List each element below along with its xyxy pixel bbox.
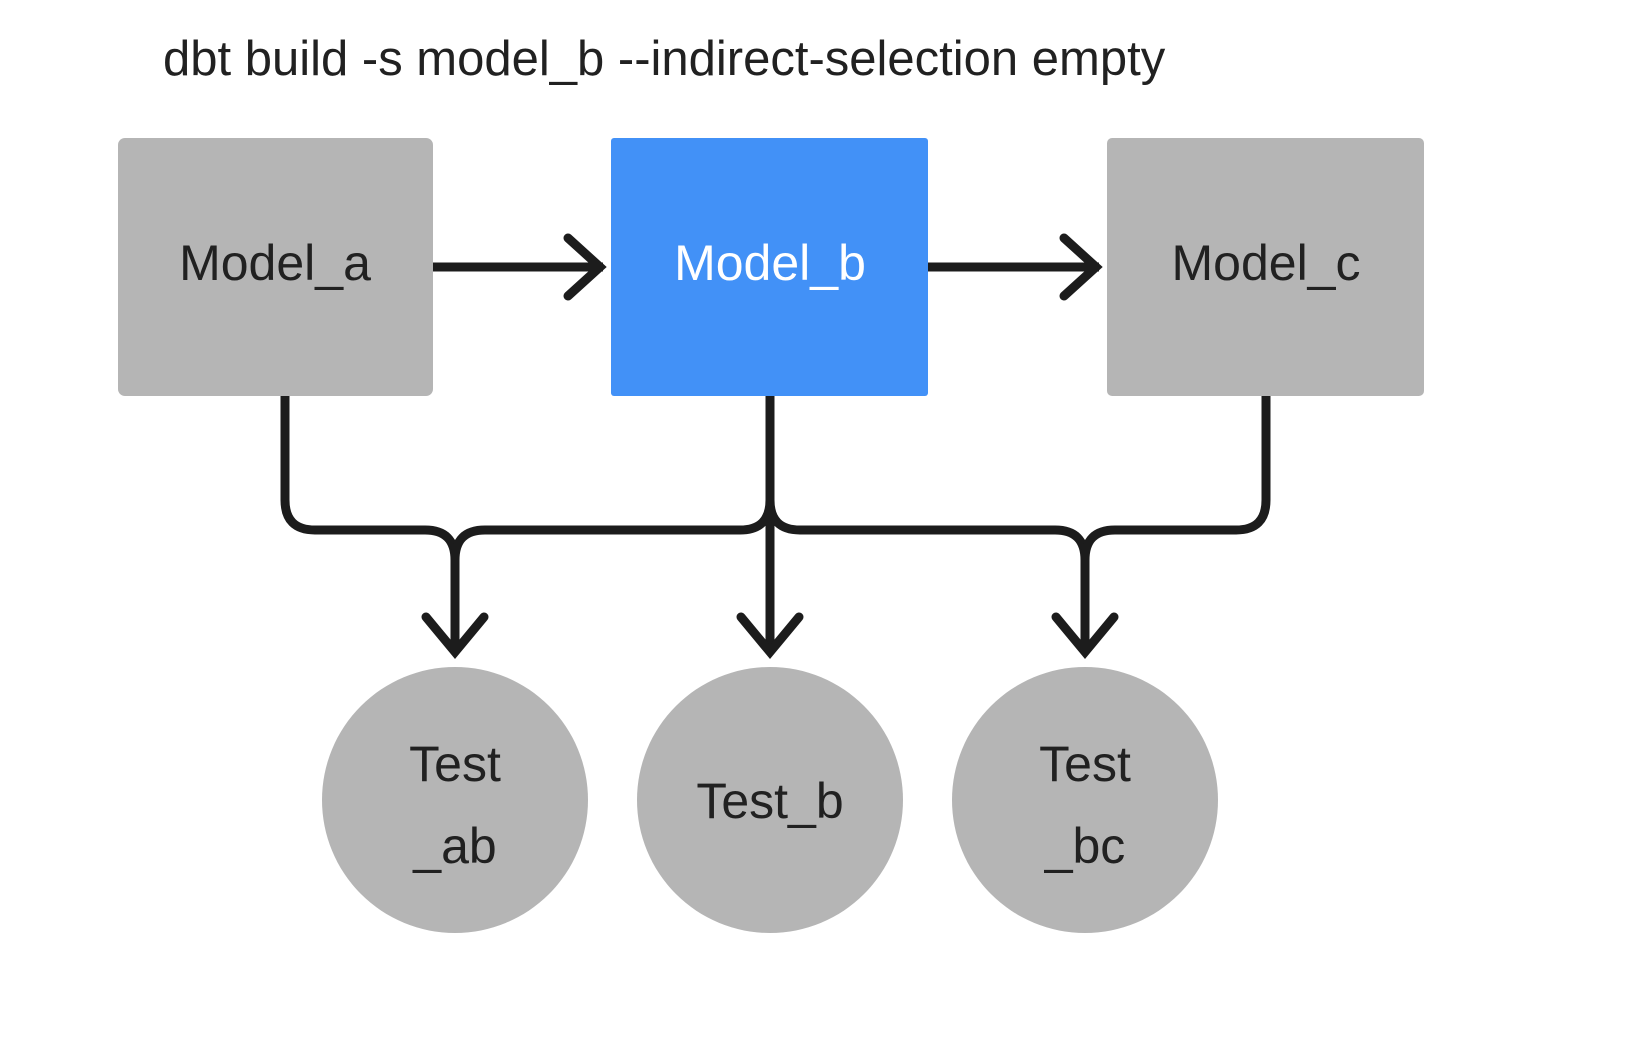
node-test-ab-label-line1: Test xyxy=(409,736,501,792)
edge-model-a-to-model-b xyxy=(433,233,607,301)
arrow-head-test-bc xyxy=(1051,612,1119,660)
edge-path-b-testab xyxy=(450,430,775,645)
node-test-bc-shape[interactable] xyxy=(952,667,1218,933)
arrow-head-test-b xyxy=(736,612,804,660)
edge-path-b-testbc xyxy=(765,430,1090,645)
node-model-c-shape[interactable] xyxy=(1107,138,1424,396)
edge-path-a-testab xyxy=(280,396,460,645)
arrow-head-a-b xyxy=(563,233,607,301)
arrow-head-test-ab xyxy=(421,612,489,660)
arrow-head-b-c xyxy=(1059,233,1103,301)
node-test-b-shape[interactable] xyxy=(637,667,903,933)
node-model-a-label: Model_a xyxy=(179,235,371,291)
edge-path-c-testbc xyxy=(1080,396,1271,645)
node-model-b-label: Model_b xyxy=(674,235,866,291)
node-model-c-label: Model_c xyxy=(1172,235,1361,291)
node-test-bc-label-line2: _bc xyxy=(1044,818,1126,874)
diagram-title: dbt build -s model_b --indirect-selectio… xyxy=(163,32,1166,86)
node-model-a-shape[interactable] xyxy=(118,138,433,396)
edge-model-b-to-model-c xyxy=(928,233,1103,301)
node-model-a[interactable]: Model_a xyxy=(118,138,433,396)
edge-model-b-to-test-ab xyxy=(450,430,775,645)
node-test-b[interactable]: Test_b xyxy=(637,667,903,933)
node-test-ab-shape[interactable] xyxy=(322,667,588,933)
node-test-b-label-line1: Test_b xyxy=(696,773,843,829)
edge-model-b-to-test-bc xyxy=(765,430,1090,645)
node-test-bc-label-line1: Test xyxy=(1039,736,1131,792)
node-model-b-shape[interactable] xyxy=(611,138,928,396)
node-test-ab[interactable]: Test _ab xyxy=(322,667,588,933)
node-test-bc[interactable]: Test _bc xyxy=(952,667,1218,933)
node-model-c[interactable]: Model_c xyxy=(1107,138,1424,396)
node-test-ab-label-line2: _ab xyxy=(412,818,496,874)
node-model-b[interactable]: Model_b xyxy=(611,138,928,396)
edge-model-a-to-test-ab xyxy=(280,396,460,645)
edge-model-c-to-test-bc xyxy=(1080,396,1271,645)
